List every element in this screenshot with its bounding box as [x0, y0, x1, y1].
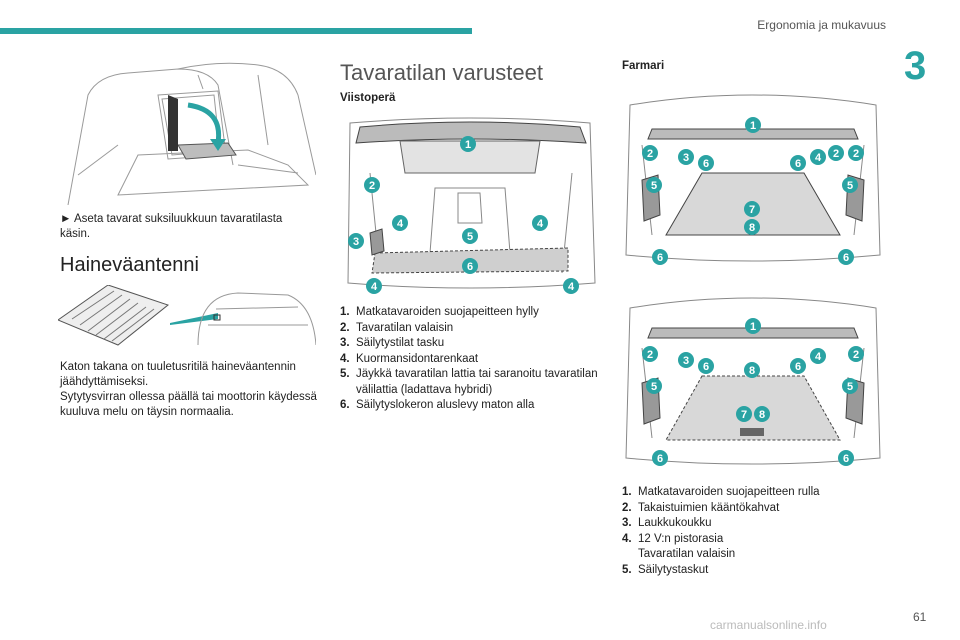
svg-text:5: 5 — [651, 180, 657, 192]
hatchback-subheading: Viistoperä — [340, 92, 396, 104]
list-item: 2.Takaistuimien kääntökahvat — [622, 501, 780, 514]
svg-text:8: 8 — [749, 365, 755, 377]
svg-text:7: 7 — [741, 409, 747, 421]
antenna-illustration — [58, 285, 316, 355]
estate-legend: 1.Matkatavaroiden suojapeitteen rulla 2.… — [622, 485, 884, 578]
svg-text:8: 8 — [759, 409, 765, 421]
svg-text:2: 2 — [647, 148, 653, 160]
svg-text:1: 1 — [750, 321, 756, 333]
svg-text:6: 6 — [703, 361, 709, 373]
list-item: 5.Säilytystaskut — [622, 563, 709, 576]
svg-text:6: 6 — [795, 361, 801, 373]
svg-text:3: 3 — [683, 152, 689, 164]
svg-text:1: 1 — [750, 120, 756, 132]
estate-subheading: Farmari — [622, 60, 665, 72]
svg-text:4: 4 — [568, 281, 575, 293]
svg-text:6: 6 — [795, 158, 801, 170]
svg-text:2: 2 — [369, 180, 375, 192]
svg-text:5: 5 — [847, 180, 853, 192]
estate-trunk-diagram-2: 1 2 3 6 8 6 4 2 5 5 7 8 6 6 — [622, 288, 884, 473]
list-item: 3.Laukkukoukku — [622, 517, 712, 529]
chapter-number: 3 — [904, 44, 927, 88]
svg-text:4: 4 — [397, 218, 404, 230]
svg-text:5: 5 — [847, 381, 853, 393]
hatchback-trunk-diagram: 1 2 3 4 4 5 6 4 4 — [340, 113, 602, 303]
svg-text:8: 8 — [749, 222, 755, 234]
svg-text:5: 5 — [467, 231, 473, 243]
list-item: 6.Säilytyslokeron aluslevy maton alla — [340, 399, 535, 411]
svg-text:4: 4 — [537, 218, 544, 230]
svg-text:3: 3 — [683, 355, 689, 367]
svg-text:1: 1 — [465, 139, 471, 151]
svg-text:2: 2 — [853, 148, 859, 160]
equipment-heading: Tavaratilan varusteet — [340, 60, 543, 85]
svg-text:2: 2 — [647, 349, 653, 361]
svg-text:3: 3 — [353, 236, 359, 248]
svg-text:5: 5 — [651, 381, 657, 393]
list-item: 1.Matkatavaroiden suojapeitteen rulla — [622, 486, 820, 498]
list-item: 2.Tavaratilan valaisin — [340, 321, 454, 334]
list-item: 5.Jäykkä tavaratilan lattia tai saranoit… — [340, 368, 598, 396]
hatchback-legend: 1.Matkatavaroiden suojapeitteen hylly 2.… — [340, 305, 602, 414]
estate-trunk-diagram-1: 1 2 2 3 6 6 4 2 5 5 7 8 6 6 — [622, 85, 884, 270]
header-accent-bar — [0, 28, 472, 34]
svg-text:4: 4 — [371, 281, 378, 293]
section-title: Ergonomia ja mukavuus — [757, 18, 886, 32]
ski-hatch-illustration — [58, 55, 316, 205]
list-item: 1.Matkatavaroiden suojapeitteen hylly — [340, 306, 539, 318]
svg-text:6: 6 — [843, 252, 849, 264]
svg-text:6: 6 — [467, 261, 473, 273]
svg-text:4: 4 — [815, 152, 822, 164]
svg-text:4: 4 — [815, 351, 822, 363]
ski-hatch-caption: ► Aseta tavarat suksiluukkuun tavaratila… — [60, 213, 283, 240]
diagram-badges: 1 2 3 4 4 5 6 4 4 — [348, 136, 579, 294]
svg-text:7: 7 — [749, 204, 755, 216]
svg-text:6: 6 — [657, 252, 663, 264]
svg-text:2: 2 — [853, 349, 859, 361]
svg-text:2: 2 — [833, 148, 839, 160]
antenna-heading: Haineväantenni — [60, 254, 199, 276]
list-item: 3.Säilytystilat tasku — [340, 337, 445, 349]
svg-text:6: 6 — [843, 453, 849, 465]
svg-text:6: 6 — [703, 158, 709, 170]
page-number: 61 — [913, 610, 927, 624]
list-item: 4.Kuormansidontarenkaat — [340, 352, 479, 365]
antenna-text-2: Sytytysvirran ollessa päällä tai moottor… — [60, 391, 317, 418]
watermark: carmanualsonline.info — [710, 618, 827, 632]
svg-text:6: 6 — [657, 453, 663, 465]
antenna-text-1: Katon takana on tuuletusritilä haineväan… — [60, 361, 296, 388]
